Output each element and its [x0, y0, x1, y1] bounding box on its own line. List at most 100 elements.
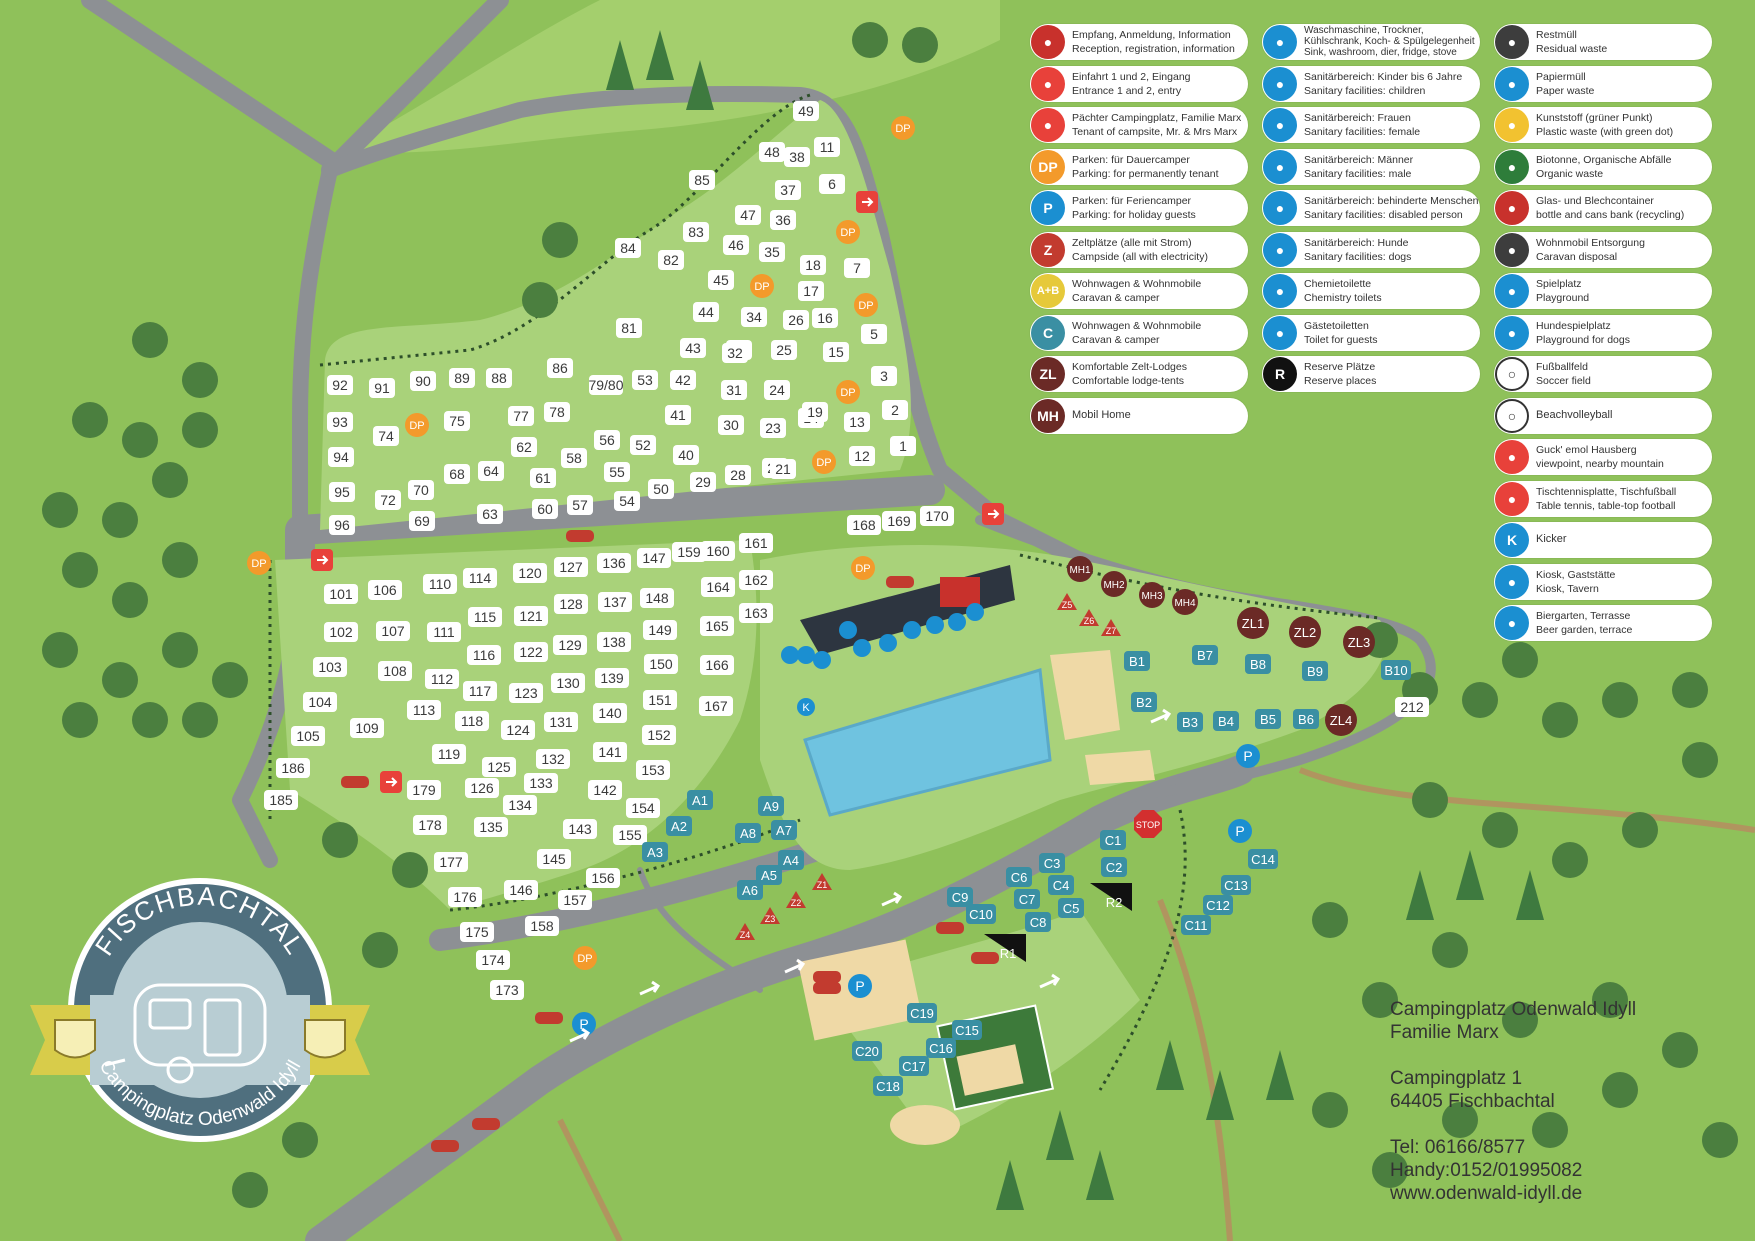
plot-176[interactable]: 176: [448, 887, 482, 907]
plot-12[interactable]: 12: [849, 446, 875, 466]
plot-91[interactable]: 91: [369, 378, 395, 398]
plot-a3[interactable]: A3: [642, 842, 668, 862]
plot-141[interactable]: 141: [593, 742, 627, 762]
tent-z3[interactable]: Z3: [760, 907, 780, 924]
plot-b7[interactable]: B7: [1192, 645, 1218, 665]
plot-125[interactable]: 125: [482, 757, 516, 777]
mobile-home-mh2[interactable]: MH2: [1101, 571, 1127, 597]
plot-3[interactable]: 3: [871, 366, 897, 386]
tent-z2[interactable]: Z2: [786, 891, 806, 908]
plot-47[interactable]: 47: [735, 205, 761, 225]
plot-126[interactable]: 126: [465, 778, 499, 798]
plot-a8[interactable]: A8: [735, 823, 761, 843]
plot-212[interactable]: 212: [1395, 697, 1429, 717]
plot-175[interactable]: 175: [460, 922, 494, 942]
plot-24[interactable]: 24: [764, 380, 790, 400]
plot-165[interactable]: 165: [700, 616, 734, 636]
plot-40[interactable]: 40: [673, 445, 699, 465]
plot-62[interactable]: 62: [511, 437, 537, 457]
lodge-zl2[interactable]: ZL2: [1289, 616, 1321, 648]
plot-89[interactable]: 89: [449, 368, 475, 388]
plot-94[interactable]: 94: [328, 447, 354, 467]
plot-a4[interactable]: A4: [778, 850, 804, 870]
plot-145[interactable]: 145: [537, 849, 571, 869]
plot-c8[interactable]: C8: [1025, 912, 1051, 932]
plot-70[interactable]: 70: [408, 480, 434, 500]
plot-c12[interactable]: C12: [1203, 895, 1233, 915]
mobile-home-mh3[interactable]: MH3: [1139, 582, 1165, 608]
plot-21[interactable]: 21: [770, 459, 796, 479]
plot-140[interactable]: 140: [593, 703, 627, 723]
plot-16[interactable]: 16: [812, 308, 838, 328]
plot-c9[interactable]: C9: [947, 887, 973, 907]
plot-93[interactable]: 93: [327, 412, 353, 432]
plot-154[interactable]: 154: [626, 798, 660, 818]
tent-z6[interactable]: Z6: [1079, 609, 1099, 626]
plot-44[interactable]: 44: [693, 302, 719, 322]
plot-64[interactable]: 64: [478, 461, 504, 481]
lodge-zl3[interactable]: ZL3: [1343, 626, 1375, 658]
plot-25[interactable]: 25: [771, 340, 797, 360]
plot-143[interactable]: 143: [563, 819, 597, 839]
plot-118[interactable]: 118: [455, 711, 489, 731]
plot-11[interactable]: 11: [814, 137, 840, 157]
plot-96[interactable]: 96: [329, 515, 355, 535]
plot-a9[interactable]: A9: [758, 796, 784, 816]
plot-78[interactable]: 78: [544, 402, 570, 422]
plot-128[interactable]: 128: [554, 594, 588, 614]
plot-79-80[interactable]: 79/80: [588, 375, 624, 395]
plot-34[interactable]: 34: [741, 307, 767, 327]
plot-61[interactable]: 61: [530, 468, 556, 488]
plot-b9[interactable]: B9: [1302, 661, 1328, 681]
plot-c11[interactable]: C11: [1181, 915, 1211, 935]
plot-133[interactable]: 133: [524, 773, 558, 793]
plot-37[interactable]: 37: [775, 180, 801, 200]
mobile-home-mh4[interactable]: MH4: [1172, 589, 1198, 615]
plot-170[interactable]: 170: [920, 506, 954, 526]
plot-1[interactable]: 1: [890, 436, 916, 456]
plot-52[interactable]: 52: [630, 435, 656, 455]
plot-92[interactable]: 92: [327, 375, 353, 395]
plot-134[interactable]: 134: [503, 795, 537, 815]
plot-c13[interactable]: C13: [1221, 875, 1251, 895]
plot-b1[interactable]: B1: [1124, 651, 1150, 671]
tent-z4[interactable]: Z4: [735, 923, 755, 940]
plot-15[interactable]: 15: [823, 342, 849, 362]
plot-162[interactable]: 162: [739, 570, 773, 590]
plot-82[interactable]: 82: [658, 250, 684, 270]
plot-17[interactable]: 17: [798, 281, 824, 301]
plot-55[interactable]: 55: [604, 462, 630, 482]
plot-6[interactable]: 6: [819, 174, 845, 194]
plot-50[interactable]: 50: [648, 479, 674, 499]
plot-130[interactable]: 130: [551, 673, 585, 693]
plot-155[interactable]: 155: [613, 825, 647, 845]
plot-c7[interactable]: C7: [1014, 889, 1040, 909]
plot-c4[interactable]: C4: [1048, 875, 1074, 895]
plot-123[interactable]: 123: [509, 683, 543, 703]
plot-75[interactable]: 75: [444, 411, 470, 431]
plot-103[interactable]: 103: [313, 657, 347, 677]
plot-163[interactable]: 163: [739, 603, 773, 623]
plot-142[interactable]: 142: [588, 780, 622, 800]
plot-c20[interactable]: C20: [852, 1041, 882, 1061]
plot-112[interactable]: 112: [425, 669, 459, 689]
plot-139[interactable]: 139: [595, 668, 629, 688]
plot-138[interactable]: 138: [597, 632, 631, 652]
plot-35[interactable]: 35: [759, 242, 785, 262]
plot-c18[interactable]: C18: [873, 1076, 903, 1096]
plot-29[interactable]: 29: [690, 472, 716, 492]
plot-119[interactable]: 119: [432, 744, 466, 764]
plot-b6[interactable]: B6: [1293, 709, 1319, 729]
plot-b4[interactable]: B4: [1213, 711, 1239, 731]
plot-161[interactable]: 161: [739, 533, 773, 553]
tent-z1[interactable]: Z1: [812, 873, 832, 890]
plot-58[interactable]: 58: [561, 448, 587, 468]
plot-84[interactable]: 84: [615, 238, 641, 258]
plot-148[interactable]: 148: [640, 588, 674, 608]
plot-132[interactable]: 132: [536, 749, 570, 769]
plot-a2[interactable]: A2: [666, 816, 692, 836]
plot-164[interactable]: 164: [701, 577, 735, 597]
plot-116[interactable]: 116: [467, 645, 501, 665]
plot-c1[interactable]: C1: [1100, 830, 1126, 850]
plot-178[interactable]: 178: [413, 815, 447, 835]
